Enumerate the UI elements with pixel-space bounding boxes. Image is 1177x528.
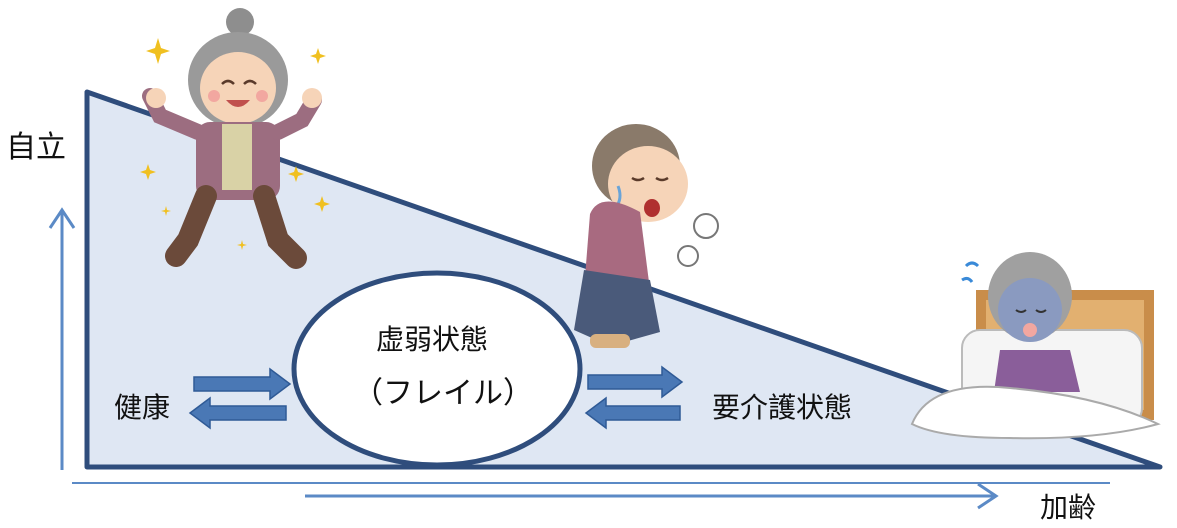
tired-elderly-woman-illustration	[574, 124, 719, 348]
frailty-state-label: 虚弱状態	[376, 323, 489, 356]
y-axis-label: 自立	[6, 130, 66, 165]
happy-elderly-woman-illustration	[140, 8, 330, 269]
x-axis-arrow	[305, 482, 999, 510]
x-axis-label: 加齢	[1040, 491, 1097, 524]
care-needed-state-label: 要介護状態	[712, 391, 853, 424]
healthy-state-label: 健康	[114, 391, 171, 424]
y-axis	[48, 207, 76, 470]
frailty-state-sublabel: （フレイル）	[353, 376, 533, 411]
healthy-frail-arrows	[188, 367, 292, 430]
sick-elderly-woman-in-bed-illustration	[910, 252, 1161, 440]
frail-care-arrows	[584, 365, 684, 430]
frailty-ellipse	[291, 270, 583, 468]
